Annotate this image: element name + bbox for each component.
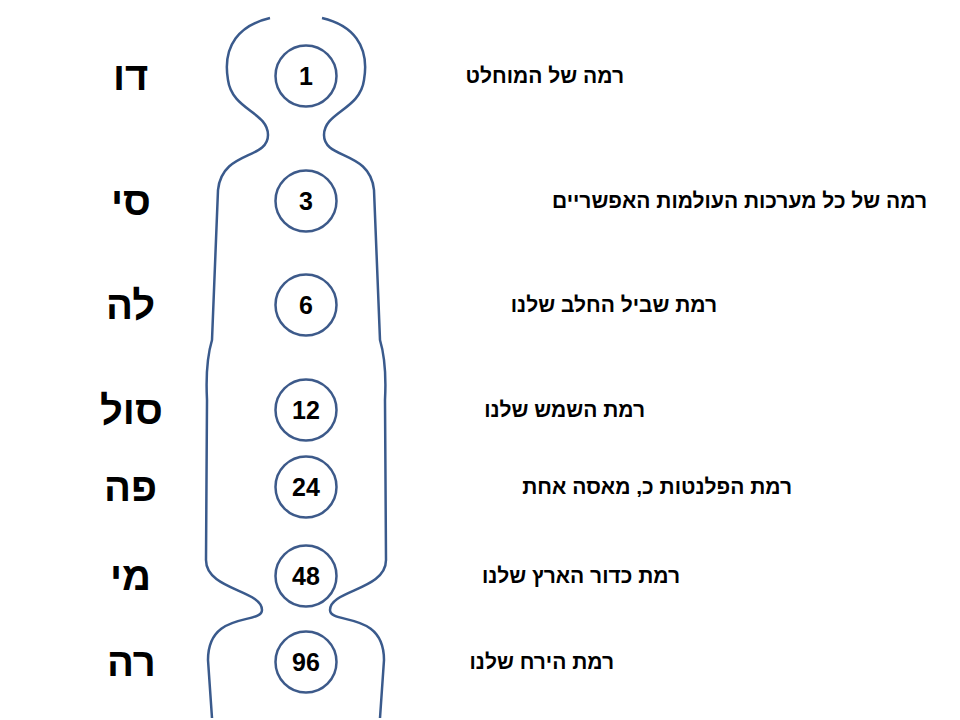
level-description: רמת הירח שלנו [470, 650, 614, 674]
level-number: 12 [292, 396, 320, 425]
level-number: 3 [299, 187, 313, 216]
circle-shape [276, 457, 337, 518]
level-description: רמת השמש שלנו [484, 398, 645, 422]
level-number: 1 [299, 62, 313, 91]
level-circle: 12 [274, 378, 338, 442]
level-number: 6 [299, 291, 313, 320]
circle-shape [276, 46, 337, 107]
level-number: 24 [292, 473, 320, 502]
level-description: רמה של כל מערכות העולמות האפשריים [552, 189, 927, 213]
level-circle: 24 [274, 455, 338, 519]
note-name: סול [100, 388, 163, 433]
level-circle: 3 [274, 169, 338, 233]
note-name: דו [113, 54, 148, 99]
outline-left [206, 18, 270, 718]
note-name: סי [111, 179, 151, 224]
level-description: רמה של המוחלט [466, 64, 624, 88]
level-circle: 1 [274, 44, 338, 108]
level-description: רמת שביל החלב שלנו [511, 293, 717, 317]
note-name: לה [106, 283, 155, 328]
circle-shape [276, 546, 337, 607]
level-circle: 96 [274, 630, 338, 694]
note-name: פה [104, 465, 157, 510]
circle-shape [276, 380, 337, 441]
note-name: רה [107, 640, 156, 685]
outline-right [322, 18, 386, 718]
note-name: מי [110, 554, 151, 599]
level-description: רמת הפלנטות כ, מאסה אחת [522, 475, 792, 499]
level-circle: 48 [274, 544, 338, 608]
circle-shape [276, 275, 337, 336]
level-number: 48 [292, 562, 320, 591]
level-number: 96 [292, 648, 320, 677]
circle-shape [276, 171, 337, 232]
level-circle: 6 [274, 273, 338, 337]
level-description: רמת כדור הארץ שלנו [482, 564, 680, 588]
circle-shape [276, 632, 337, 693]
